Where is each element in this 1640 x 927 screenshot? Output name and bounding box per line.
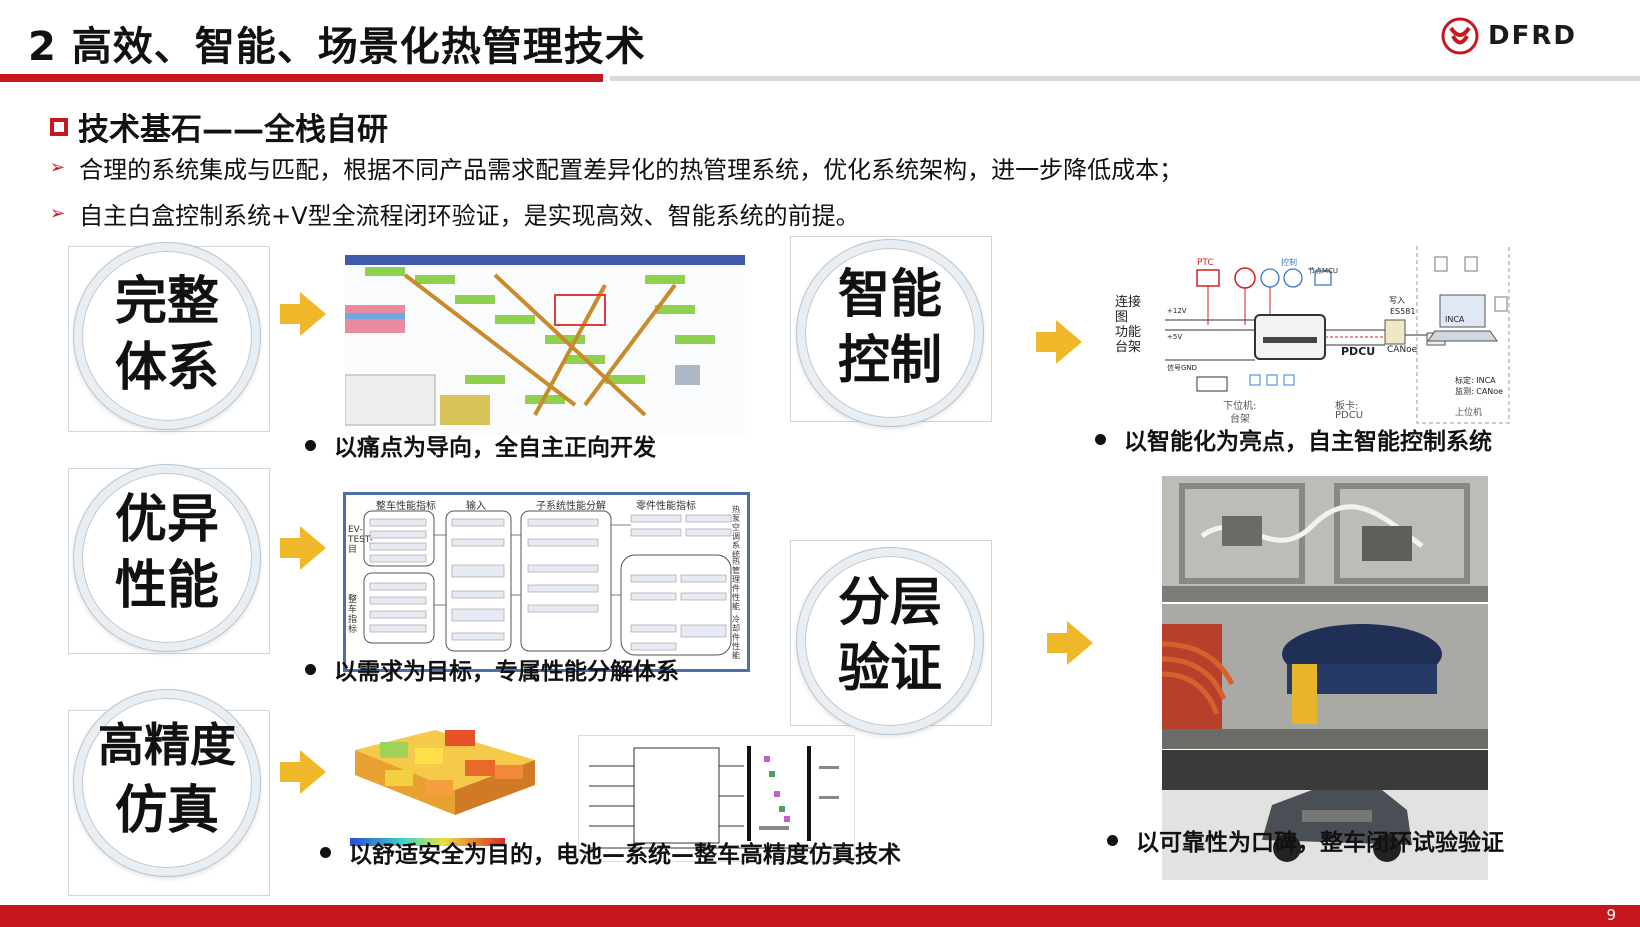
diagram-label: 上位机 xyxy=(1455,408,1483,418)
pillar-circle: 分层 验证 xyxy=(797,548,983,734)
control-system-diagram: 连接图 功能台架 PTC PDCU CANoe INCA ES581 下位机: … xyxy=(1105,245,1580,445)
pillar-label: 分层 xyxy=(837,573,942,633)
pillar-label: 控制 xyxy=(837,331,942,391)
pillar-label: 高精度 xyxy=(98,718,236,772)
bullet-dot-icon xyxy=(320,846,331,858)
pillar-label: 体系 xyxy=(114,338,219,398)
diagram-label: PTC xyxy=(1197,258,1214,268)
footer-bar xyxy=(0,905,1640,927)
diagram-label: PDCU xyxy=(1335,410,1364,421)
battery-thermal-simulation-figure xyxy=(345,720,545,860)
arrow-bullet-icon: ➢ xyxy=(50,157,66,178)
square-bullet-icon xyxy=(50,117,68,136)
diagram-label: +5V xyxy=(1167,333,1183,341)
diagram-label: PDCU xyxy=(1341,345,1376,358)
diagram-label: 台架 xyxy=(1230,414,1250,425)
caption-text: 以舒适安全为目的，电池—系统—整车高精度仿真技术 xyxy=(349,842,901,868)
logo-emblem-icon xyxy=(1441,17,1479,55)
pillar-caption: 以可靠性为口碑，整车闭环试验验证 xyxy=(1107,823,1504,857)
pillar-caption: 以智能化为亮点，自主智能控制系统 xyxy=(1095,422,1492,456)
diagram-label: CANoe xyxy=(1387,345,1418,355)
header-red-bar xyxy=(0,74,603,82)
caption-text: 以痛点为导向，全自主正向开发 xyxy=(334,435,656,461)
perf-header: 子系统性能分解 xyxy=(536,501,606,512)
diagram-label: ES581 xyxy=(1390,307,1416,316)
company-logo: DFRD xyxy=(1440,14,1600,58)
pillar-label: 智能 xyxy=(837,265,942,325)
diagram-label: 控制 xyxy=(1281,258,1297,267)
pillar-caption: 以痛点为导向，全自主正向开发 xyxy=(305,428,656,462)
page-number: 9 xyxy=(1606,906,1616,924)
point-text: 合理的系统集成与匹配，根据不同产品需求配置差异化的热管理系统，优化系统架构，进一… xyxy=(79,156,1184,184)
perf-header: 输入 xyxy=(466,501,486,512)
point-text: 自主白盒控制系统+V型全流程闭环验证，是实现高效、智能系统的前提。 xyxy=(79,202,860,230)
diagram-label: 标定: INCA xyxy=(1455,376,1496,385)
bullet-dot-icon xyxy=(1095,433,1106,445)
page-title: 2 高效、智能、场景化热管理技术 xyxy=(28,24,646,70)
climate-chamber-vehicle-photo xyxy=(1162,750,1488,880)
system-flowchart-figure xyxy=(345,255,745,435)
pillar-circle: 高精度 仿真 xyxy=(74,690,260,876)
perf-header: 零件性能指标 xyxy=(636,501,696,512)
diagram-label: 板卡: xyxy=(1335,401,1359,412)
pillar-caption: 以需求为目标，专属性能分解体系 xyxy=(305,652,679,686)
diagram-label: +12V xyxy=(1167,307,1187,315)
perf-side-label: 热泵空调系统 xyxy=(732,505,740,559)
pillar-circle: 完整 体系 xyxy=(74,243,260,429)
perf-side-label: EV-TEST-目 xyxy=(348,525,373,555)
bullet-dot-icon xyxy=(1107,834,1118,846)
diagram-label: INCA xyxy=(1445,315,1465,324)
perf-side-label: 冷却件性能 xyxy=(732,615,740,660)
diagram-label: 节点MCU xyxy=(1308,267,1339,275)
diagram-label: 信号GND xyxy=(1167,364,1198,372)
diagram-side-label: 连接图 功能台架 xyxy=(1115,295,1142,355)
pillar-label: 验证 xyxy=(837,639,942,699)
logo-text: DFRD xyxy=(1488,21,1577,51)
diagram-label: 监测: CANoe xyxy=(1455,387,1504,396)
caption-text: 以可靠性为口碑，整车闭环试验验证 xyxy=(1136,830,1504,856)
header-gray-bar xyxy=(610,76,1640,81)
system-simulation-model-figure xyxy=(578,735,855,862)
vehicle-chamber-photo xyxy=(1162,604,1488,749)
bullet-dot-icon xyxy=(305,439,316,451)
test-bench-photo xyxy=(1162,476,1488,602)
pillar-label: 完整 xyxy=(114,272,219,332)
caption-text: 以需求为目标，专属性能分解体系 xyxy=(334,659,679,685)
diagram-label: 下位机: xyxy=(1223,401,1257,412)
pillar-label: 仿真 xyxy=(114,781,219,841)
arrow-bullet-icon: ➢ xyxy=(50,203,66,224)
pillar-circle: 智能 控制 xyxy=(797,240,983,426)
perf-side-label: 热管理件性能 xyxy=(732,557,740,611)
pillar-label: 优异 xyxy=(114,490,219,550)
section-heading-text: 技术基石——全栈自研 xyxy=(78,112,388,148)
pillar-label: 性能 xyxy=(114,556,219,616)
caption-text: 以智能化为亮点，自主智能控制系统 xyxy=(1124,429,1492,455)
performance-decomposition-figure: 整车性能指标 输入 子系统性能分解 零件性能指标 EV-TEST-目 整车指标 … xyxy=(343,492,750,672)
perf-side-label: 整车指标 xyxy=(348,595,358,635)
point-item: ➢ 自主白盒控制系统+V型全流程闭环验证，是实现高效、智能系统的前提。 xyxy=(50,196,860,231)
point-item: ➢ 合理的系统集成与匹配，根据不同产品需求配置差异化的热管理系统，优化系统架构，… xyxy=(50,150,1183,185)
pillar-caption: 以舒适安全为目的，电池—系统—整车高精度仿真技术 xyxy=(320,835,901,869)
perf-header: 整车性能指标 xyxy=(376,501,436,512)
bullet-dot-icon xyxy=(305,663,316,675)
diagram-label: 写入 xyxy=(1389,296,1405,305)
pillar-circle: 优异 性能 xyxy=(74,465,260,651)
section-heading: 技术基石——全栈自研 xyxy=(50,104,388,149)
